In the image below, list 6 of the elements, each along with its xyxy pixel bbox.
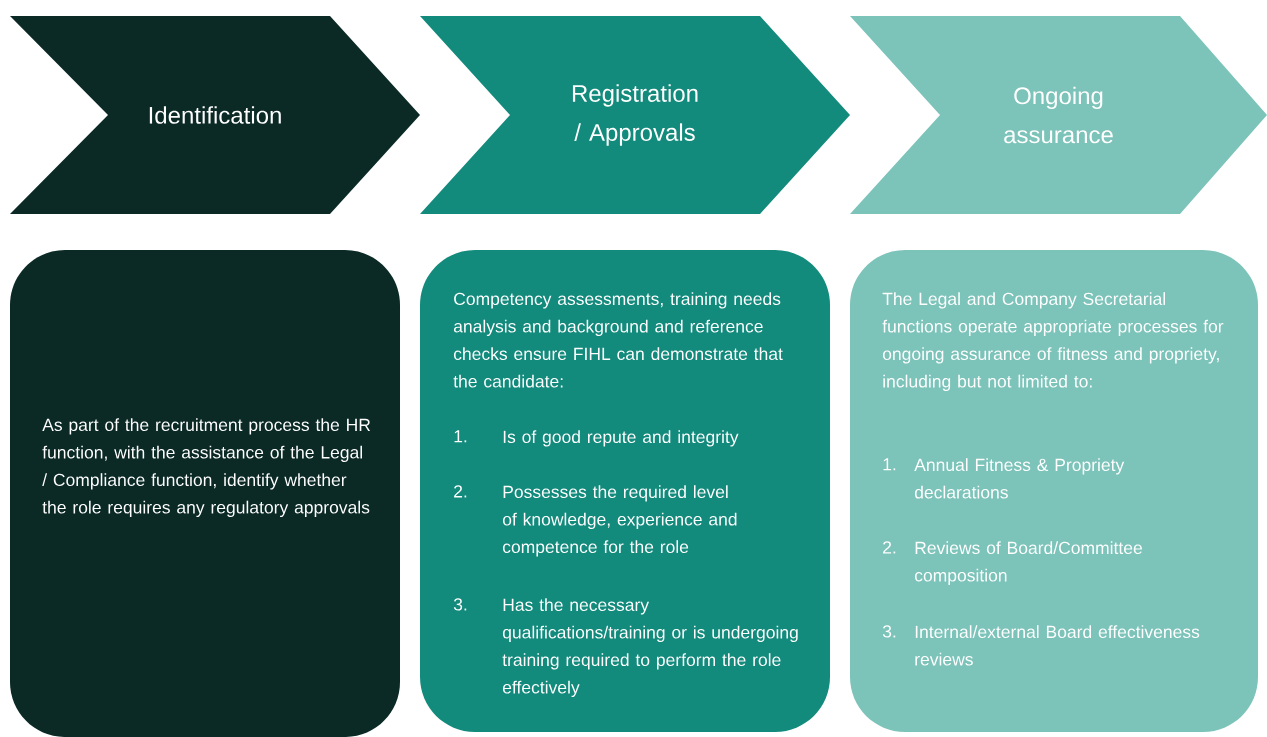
process-step: Registration / Approvals (420, 16, 850, 214)
text-box: The Legal and Company Secretarial functions operate appropriate processes for ongoing assurance of fitness and propriety, including but not limited to: 1. Annual Fitness & Propriety declarations 2. Reviews of Board/Committee composition 3. Internal/external Board effectiveness reviews (850, 250, 1258, 732)
process-step: Ongoing assurance (850, 16, 1267, 214)
text-box: Competency assessments, training needs analysis and background and reference checks ensure FIHL can demonstrate that the candidate: 1. Is of good repute and integrity 2. Possesses the required level of knowledge, experience and competence for the role 3. Has the necessary qualifications/training or is undergoing training required to perform the role effectively (420, 250, 830, 732)
process-step: Identification (10, 16, 420, 214)
text-box: As part of the recruitment process the HR function, with the assistance of the Legal / Compliance function, identify whether the role requires any regulatory approvals (10, 250, 400, 737)
